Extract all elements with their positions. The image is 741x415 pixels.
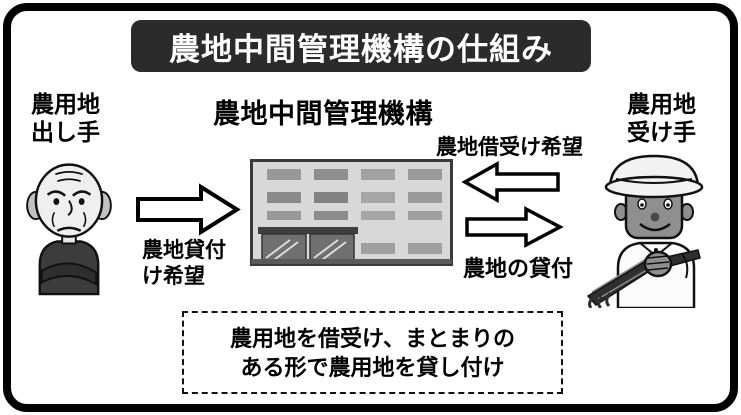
summary-note-line1: 農用地を借受け、まとまりの: [230, 325, 515, 351]
arrow-left-receiver-to-org: [461, 161, 561, 203]
block-arrow-left-icon: [461, 161, 560, 203]
receiver-label: 農用地 受け手: [627, 90, 696, 146]
lend-out-label: 農地の貸付: [463, 256, 574, 281]
block-arrow-right-icon: [465, 206, 564, 248]
provider-label-line2: 出し手: [31, 119, 100, 145]
summary-note-line2: ある形で農用地を貸し付け: [240, 354, 505, 380]
block-arrow-right-icon: [136, 183, 241, 236]
receiver-label-line2: 受け手: [627, 119, 696, 145]
provider-label-line1: 農用地: [31, 91, 100, 117]
lend-request-line1: 農地貸付: [142, 239, 226, 262]
borrow-request-label: 農地借受け希望: [436, 136, 583, 159]
elderly-farmer-illustration: [20, 150, 118, 296]
organization-heading: 農地中間管理機構: [213, 99, 433, 129]
farmer-with-rice-sheaf-icon: [586, 154, 704, 308]
arrow-right-org-to-receiver: [464, 206, 564, 248]
farmer-illustration: [586, 146, 726, 308]
lend-request-line2: け希望: [142, 265, 205, 288]
organization-building-illustration: [250, 159, 453, 266]
receiver-label-line1: 農用地: [627, 91, 696, 117]
summary-note-box: 農用地を借受け、まとまりの ある形で農用地を貸し付け: [182, 311, 563, 394]
lend-request-label: 農地貸付 け希望: [142, 238, 226, 290]
diagram-title-banner: 農地中間管理機構の仕組み: [131, 20, 591, 72]
arrow-right-provider-to-org: [135, 183, 241, 236]
diagram-title: 農地中間管理機構の仕組み: [169, 31, 553, 67]
provider-label: 農用地 出し手: [31, 90, 100, 146]
elderly-man-icon: [26, 163, 112, 296]
office-building-icon: [250, 159, 453, 266]
